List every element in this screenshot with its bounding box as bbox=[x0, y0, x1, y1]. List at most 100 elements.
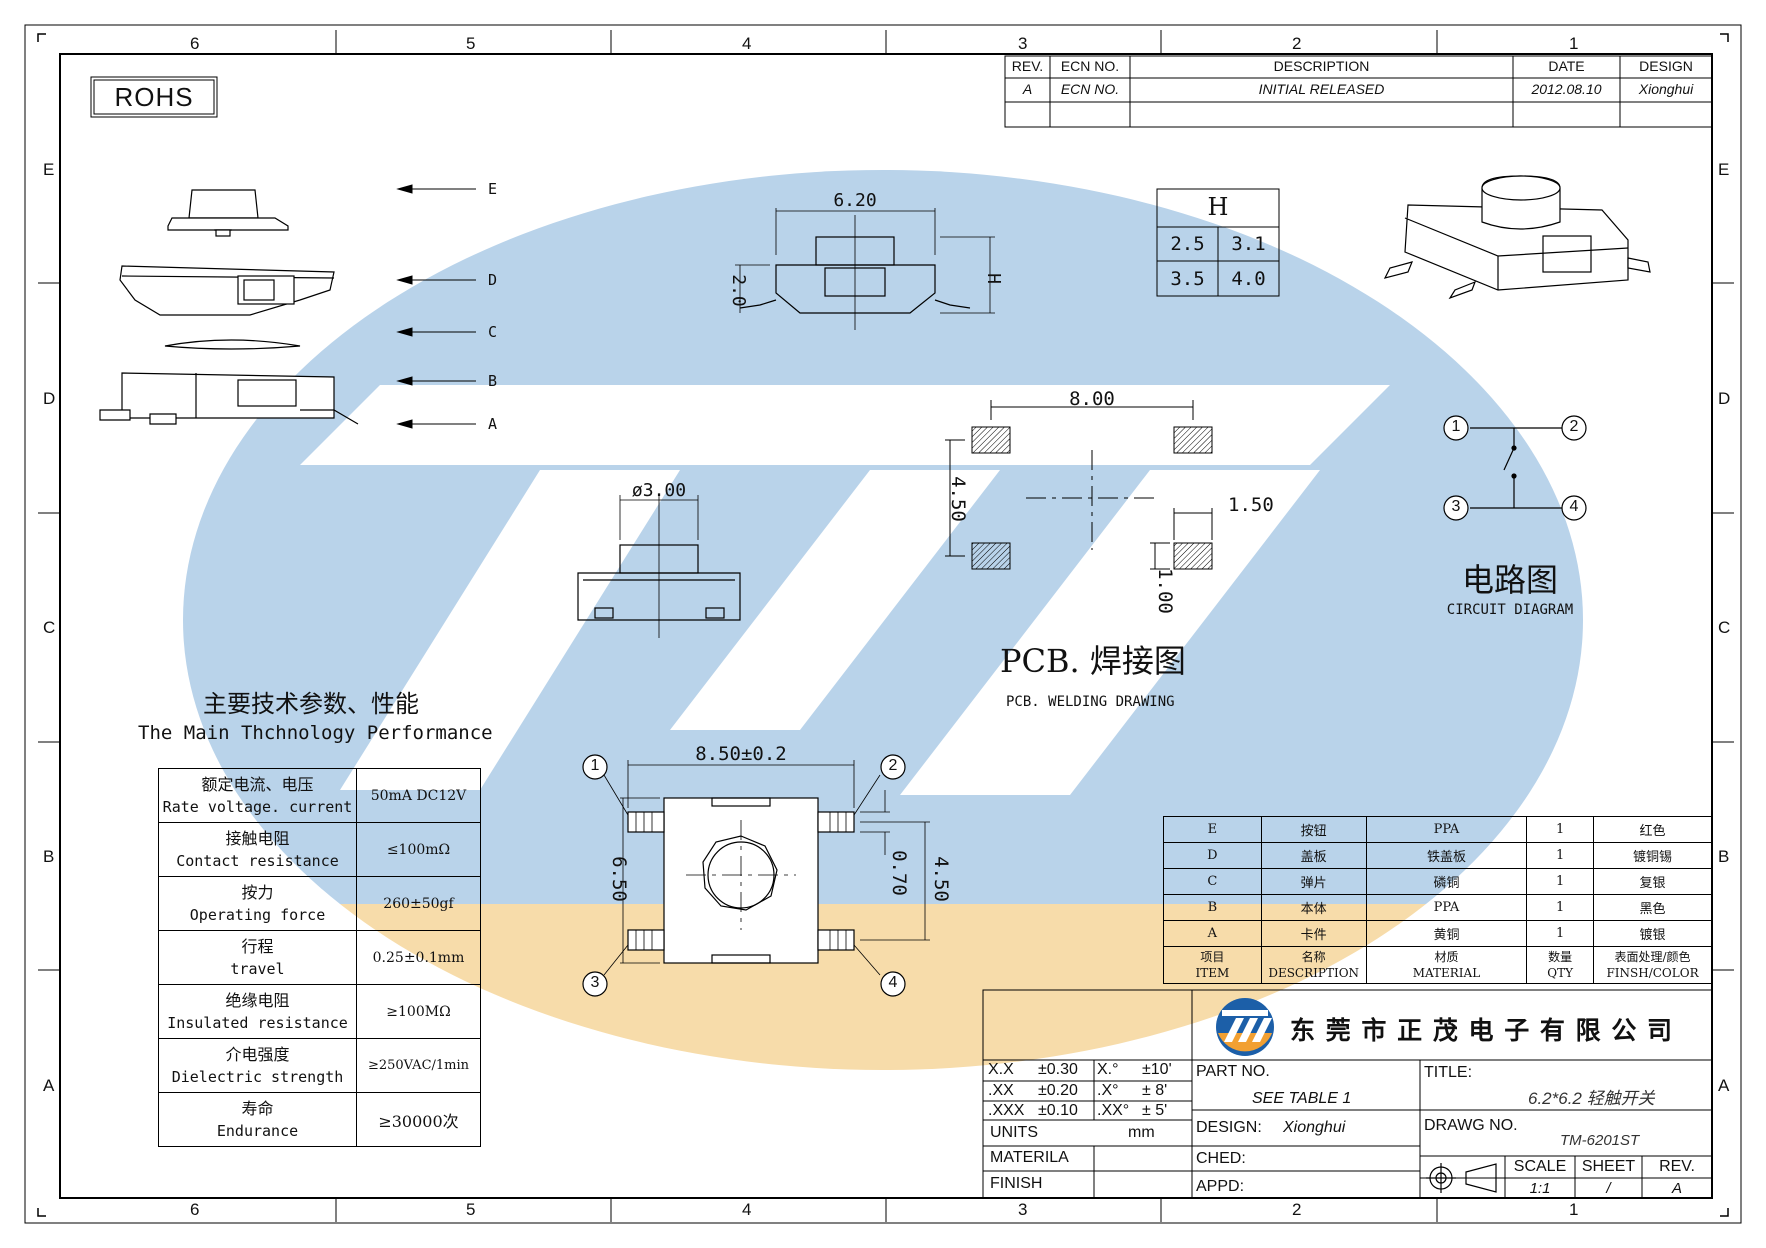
bom-header-en: ITEM bbox=[1195, 966, 1230, 980]
circuit-node-2: 2 bbox=[1569, 418, 1579, 435]
tol-1-value: ±0.30 bbox=[1038, 1061, 1078, 1078]
col-label-3-bottom: 3 bbox=[1018, 1200, 1028, 1219]
rev-header-date: DATE bbox=[1548, 58, 1585, 74]
rev-row-date: 2012.08.10 bbox=[1531, 81, 1602, 97]
bom-header-item: 项目 ITEM bbox=[1163, 946, 1262, 984]
bom-header-cn: 表面处理/颜色 bbox=[1614, 950, 1691, 964]
drawg-no-value: TM-6201ST bbox=[1560, 1132, 1640, 1149]
bom-item: B bbox=[1163, 894, 1262, 921]
bom-qty: 1 bbox=[1526, 868, 1595, 895]
bom-material: PPA bbox=[1365, 894, 1528, 921]
tol-3-angle-key: .XX° bbox=[1097, 1102, 1130, 1119]
side-view bbox=[735, 208, 995, 330]
rev-row-rev: A bbox=[1022, 81, 1033, 97]
circuit-node-3: 3 bbox=[1451, 498, 1461, 515]
bom-row: E 按钮 PPA 1 红色 bbox=[1163, 816, 1712, 843]
ched-label: CHED: bbox=[1196, 1150, 1246, 1167]
company-name: 东 莞 市 正 茂 电 子 有 限 公 司 bbox=[1290, 1016, 1674, 1045]
rev-header-description: DESCRIPTION bbox=[1273, 58, 1370, 74]
row-label-c: C bbox=[43, 618, 56, 637]
rev-value: A bbox=[1671, 1180, 1682, 1197]
company-logo bbox=[1216, 998, 1274, 1056]
pcb-footprint bbox=[945, 400, 1213, 570]
col-label-5-bottom: 5 bbox=[466, 1200, 476, 1219]
bom-table: E 按钮 PPA 1 红色 D 盖板 铁盖板 1 镀铜锡 C 弹片 磷铜 1 复… bbox=[1163, 816, 1712, 984]
watermark-logo bbox=[183, 170, 1583, 1070]
spec-title-cn: 主要技术参数、性能 bbox=[203, 690, 419, 718]
spec-value: ≥30000次 bbox=[356, 1092, 481, 1147]
rev-row-description: INITIAL RELEASED bbox=[1258, 81, 1385, 97]
part-label-e: E bbox=[488, 180, 498, 198]
bom-row: A 卡件 黄铜 1 镀银 bbox=[1163, 920, 1712, 947]
spec-param-cn: 额定电流、电压 bbox=[201, 774, 314, 794]
bom-qty: 1 bbox=[1526, 816, 1595, 843]
spec-param-cn: 寿命 bbox=[241, 1098, 274, 1118]
front-view bbox=[577, 495, 741, 638]
bom-item: E bbox=[1163, 816, 1262, 843]
pcb-title-en: PCB. WELDING DRAWING bbox=[1006, 694, 1175, 710]
row-label-e: E bbox=[43, 160, 55, 179]
rev-header-rev: REV. bbox=[1011, 58, 1044, 74]
col-label-1-bottom: 1 bbox=[1569, 1200, 1579, 1219]
bom-row: B 本体 PPA 1 黑色 bbox=[1163, 894, 1712, 921]
tol-3-angle-value: ± 5' bbox=[1142, 1102, 1168, 1119]
row-label-a-right: A bbox=[1718, 1076, 1730, 1095]
tol-2-value: ±0.20 bbox=[1038, 1082, 1078, 1099]
callout-2: 2 bbox=[888, 757, 898, 774]
row-label-b: B bbox=[43, 847, 55, 866]
bom-header-en: DESCRIPTION bbox=[1268, 966, 1360, 980]
circuit-node-1: 1 bbox=[1451, 418, 1461, 435]
dim-top-lead-width: 0.70 bbox=[887, 850, 910, 896]
dim-side-width: 6.20 bbox=[833, 190, 877, 211]
rev-label: REV. bbox=[1659, 1158, 1695, 1175]
bom-description: 盖板 bbox=[1260, 842, 1367, 869]
spec-param-cn: 介电强度 bbox=[225, 1044, 290, 1064]
spec-param: 按力 Operating force bbox=[158, 876, 357, 931]
bom-header-cn: 项目 bbox=[1200, 950, 1225, 964]
col-label-2: 2 bbox=[1292, 34, 1302, 53]
tol-1-angle-value: ±10' bbox=[1142, 1061, 1172, 1078]
col-label-1: 1 bbox=[1569, 34, 1579, 53]
title-label: TITLE: bbox=[1424, 1064, 1473, 1081]
projection-symbol bbox=[1426, 1163, 1497, 1193]
bom-description: 本体 bbox=[1260, 894, 1367, 921]
bom-finish: 黑色 bbox=[1593, 894, 1712, 921]
dim-side-height: H bbox=[982, 273, 1004, 284]
circuit-node-4: 4 bbox=[1569, 498, 1579, 515]
col-label-6: 6 bbox=[190, 34, 200, 53]
spec-value: ≥250VAC/1min bbox=[356, 1038, 481, 1093]
row-label-e-right: E bbox=[1718, 160, 1730, 179]
pcb-title-cn: PCB. 焊接图 bbox=[1000, 642, 1186, 680]
row-label-c-right: C bbox=[1718, 618, 1731, 637]
col-label-4: 4 bbox=[742, 34, 752, 53]
spec-value: ≤100mΩ bbox=[356, 822, 481, 877]
bom-finish: 复银 bbox=[1593, 868, 1712, 895]
spec-param-en: Operating force bbox=[189, 905, 326, 924]
spec-param-cn: 按力 bbox=[241, 882, 274, 902]
callout-1: 1 bbox=[590, 757, 600, 774]
sheet-label: SHEET bbox=[1581, 1158, 1636, 1175]
isometric-view bbox=[1383, 175, 1651, 300]
bom-header-cn: 材质 bbox=[1434, 950, 1459, 964]
materila-label: MATERILA bbox=[990, 1149, 1069, 1166]
bom-item: C bbox=[1163, 868, 1262, 895]
col-label-5: 5 bbox=[466, 34, 476, 53]
part-label-d: D bbox=[488, 271, 498, 289]
bom-qty: 1 bbox=[1526, 920, 1595, 947]
bom-material: PPA bbox=[1365, 816, 1528, 843]
spec-param-cn: 接触电阻 bbox=[225, 828, 290, 848]
row-label-d: D bbox=[43, 389, 56, 408]
bom-header-en: FINSH/COLOR bbox=[1606, 966, 1699, 980]
spec-param-en: Insulated resistance bbox=[167, 1013, 348, 1032]
